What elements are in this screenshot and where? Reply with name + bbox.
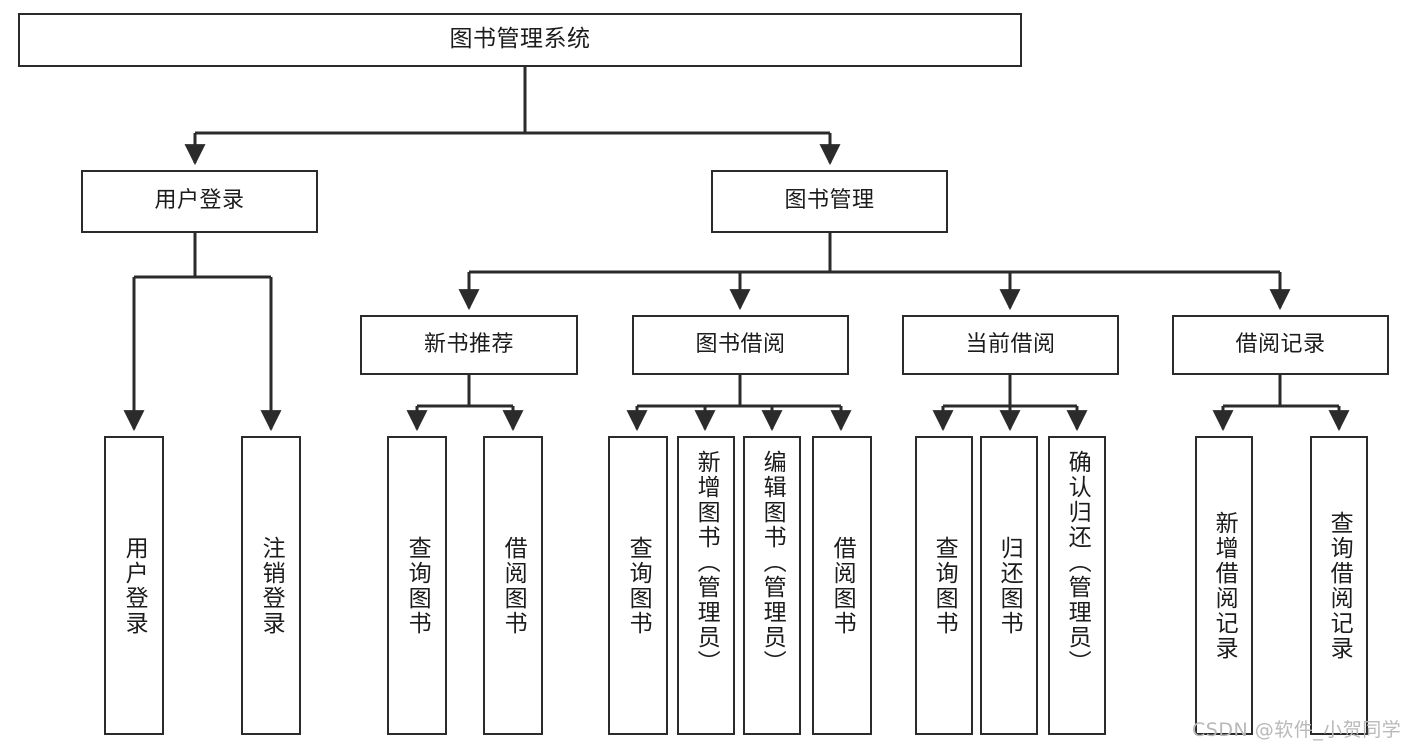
node-leaf-confirm-return-label: 确认归还（管理员） (1064, 450, 1091, 675)
node-borrow-record[interactable]: 借阅记录 (1172, 315, 1389, 375)
node-book-manage[interactable]: 图书管理 (711, 170, 948, 233)
node-leaf-add-record-label: 新增借阅记录 (1211, 510, 1238, 661)
node-leaf-query-book-2[interactable]: 查询图书 (608, 436, 668, 735)
node-root-label: 图书管理系统 (449, 26, 591, 53)
node-leaf-borrow-book-1[interactable]: 借阅图书 (483, 436, 543, 735)
node-current-borrow[interactable]: 当前借阅 (902, 315, 1119, 375)
node-leaf-logout[interactable]: 注销登录 (241, 436, 301, 735)
watermark: CSDN @软件_小贺同学 (1192, 715, 1401, 742)
node-leaf-add-book[interactable]: 新增图书（管理员） (677, 436, 735, 735)
node-leaf-query-book-3[interactable]: 查询图书 (915, 436, 973, 735)
node-leaf-query-book-1-label: 查询图书 (404, 535, 431, 636)
node-leaf-edit-book[interactable]: 编辑图书（管理员） (743, 436, 801, 735)
node-leaf-query-book-3-label: 查询图书 (931, 535, 958, 636)
node-leaf-return-book[interactable]: 归还图书 (980, 436, 1038, 735)
node-user-login[interactable]: 用户登录 (81, 170, 318, 233)
node-book-borrow[interactable]: 图书借阅 (632, 315, 849, 375)
node-leaf-query-book-1[interactable]: 查询图书 (387, 436, 447, 735)
node-leaf-return-book-label: 归还图书 (996, 535, 1023, 636)
node-leaf-query-record[interactable]: 查询借阅记录 (1310, 436, 1368, 735)
node-user-login-label: 用户登录 (154, 188, 245, 214)
watermark-text: CSDN @软件_小贺同学 (1192, 719, 1402, 741)
node-leaf-add-record[interactable]: 新增借阅记录 (1195, 436, 1253, 735)
node-leaf-logout-label: 注销登录 (258, 535, 285, 636)
node-leaf-query-book-2-label: 查询图书 (625, 535, 652, 636)
node-borrow-record-label: 借阅记录 (1235, 331, 1326, 357)
node-new-book-recommend[interactable]: 新书推荐 (360, 315, 578, 375)
node-leaf-borrow-book-1-label: 借阅图书 (500, 535, 527, 636)
node-current-borrow-label: 当前借阅 (965, 331, 1056, 357)
node-leaf-user-login[interactable]: 用户登录 (104, 436, 164, 735)
node-book-manage-label: 图书管理 (784, 188, 875, 214)
node-book-borrow-label: 图书借阅 (695, 331, 786, 357)
node-leaf-borrow-book-2[interactable]: 借阅图书 (812, 436, 872, 735)
node-root[interactable]: 图书管理系统 (18, 13, 1022, 67)
node-leaf-query-record-label: 查询借阅记录 (1326, 510, 1353, 661)
node-leaf-confirm-return[interactable]: 确认归还（管理员） (1048, 436, 1106, 735)
node-leaf-add-book-label: 新增图书（管理员） (693, 450, 720, 675)
node-new-book-recommend-label: 新书推荐 (423, 331, 514, 357)
node-leaf-borrow-book-2-label: 借阅图书 (829, 535, 856, 636)
node-leaf-edit-book-label: 编辑图书（管理员） (759, 450, 786, 675)
node-leaf-user-login-label: 用户登录 (121, 535, 148, 636)
